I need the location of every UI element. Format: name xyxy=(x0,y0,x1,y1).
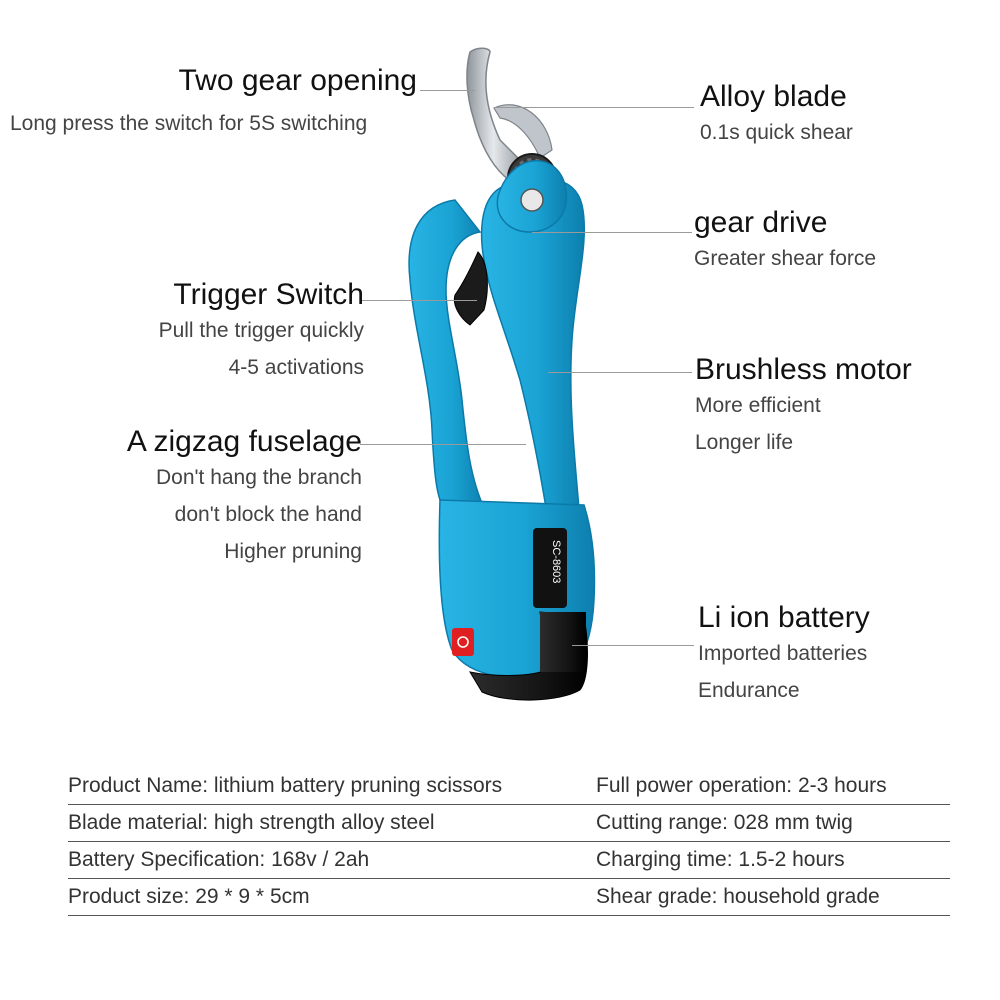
feature-title: Brushless motor xyxy=(695,353,912,386)
feature-title: A zigzag fuselage xyxy=(126,425,362,458)
table-row: Battery Specification: 168v / 2ah Chargi… xyxy=(68,841,950,879)
leader-line-alloy-blade xyxy=(494,107,694,108)
feature-two-gear: Two gear opening xyxy=(178,64,417,98)
leader-line-battery xyxy=(572,645,694,646)
feature-line: More efficient xyxy=(695,394,821,417)
feature-title: Li ion battery xyxy=(698,601,870,634)
power-button xyxy=(452,628,474,656)
feature-title: Two gear opening xyxy=(178,64,417,97)
spec-cell: Full power operation: 2-3 hours xyxy=(596,768,950,805)
spec-cell: Product Name: lithium battery pruning sc… xyxy=(68,768,596,805)
table-row: Product size: 29 * 9 * 5cm Shear grade: … xyxy=(68,878,950,916)
feature-line: Pull the trigger quickly xyxy=(158,319,364,342)
feature-line: Long press the switch for 5S switching xyxy=(10,112,368,135)
spec-cell: Blade material: high strength alloy stee… xyxy=(68,804,596,842)
feature-line: Longer life xyxy=(695,431,794,454)
leader-line-motor xyxy=(548,372,692,373)
leader-line-trigger xyxy=(362,300,477,301)
leader-line-two-gear xyxy=(420,90,475,91)
handle-loop xyxy=(408,199,488,513)
feature-gear-drive: gear drive Greater shear force xyxy=(694,206,876,277)
feature-trigger-switch: Trigger Switch Pull the trigger quickly … xyxy=(159,278,364,386)
table-row: Blade material: high strength alloy stee… xyxy=(68,804,950,842)
spec-table: Product Name: lithium battery pruning sc… xyxy=(68,768,950,916)
feature-li-ion-battery: Li ion battery Imported batteries Endura… xyxy=(698,601,870,709)
feature-zigzag-fuselage: A zigzag fuselage Don't hang the branch … xyxy=(127,425,362,570)
feature-two-gear-desc: Long press the switch for 5S switching xyxy=(10,105,367,142)
feature-line: 4-5 activations xyxy=(228,356,364,379)
spec-cell: Battery Specification: 168v / 2ah xyxy=(68,841,596,879)
model-label-plate xyxy=(533,528,567,608)
feature-line: 0.1s quick shear xyxy=(700,121,853,144)
spec-cell: Shear grade: household grade xyxy=(596,878,950,916)
leader-line-fuselage xyxy=(360,444,526,445)
trigger-switch xyxy=(453,251,488,326)
feature-line: Don't hang the branch xyxy=(156,466,362,489)
feature-alloy-blade: Alloy blade 0.1s quick shear xyxy=(700,80,853,151)
leader-line-gear-drive xyxy=(532,232,692,233)
feature-line: Greater shear force xyxy=(694,247,877,270)
feature-line: Endurance xyxy=(698,679,800,702)
spec-cell: Cutting range: 028 mm twig xyxy=(596,804,950,842)
feature-title: Trigger Switch xyxy=(173,278,364,311)
feature-line: Imported batteries xyxy=(698,642,868,665)
feature-line: don't block the hand xyxy=(174,503,362,526)
spec-cell: Charging time: 1.5-2 hours xyxy=(596,841,950,879)
spec-cell: Product size: 29 * 9 * 5cm xyxy=(68,878,596,916)
feature-line: Higher pruning xyxy=(224,540,362,563)
feature-title: Alloy blade xyxy=(700,80,847,113)
table-row: Product Name: lithium battery pruning sc… xyxy=(68,768,950,805)
model-label: SC-8603 xyxy=(550,540,562,583)
feature-brushless-motor: Brushless motor More efficient Longer li… xyxy=(695,353,912,461)
feature-title: gear drive xyxy=(694,206,828,239)
pruning-shears-illustration: SC-8603 xyxy=(408,47,596,701)
